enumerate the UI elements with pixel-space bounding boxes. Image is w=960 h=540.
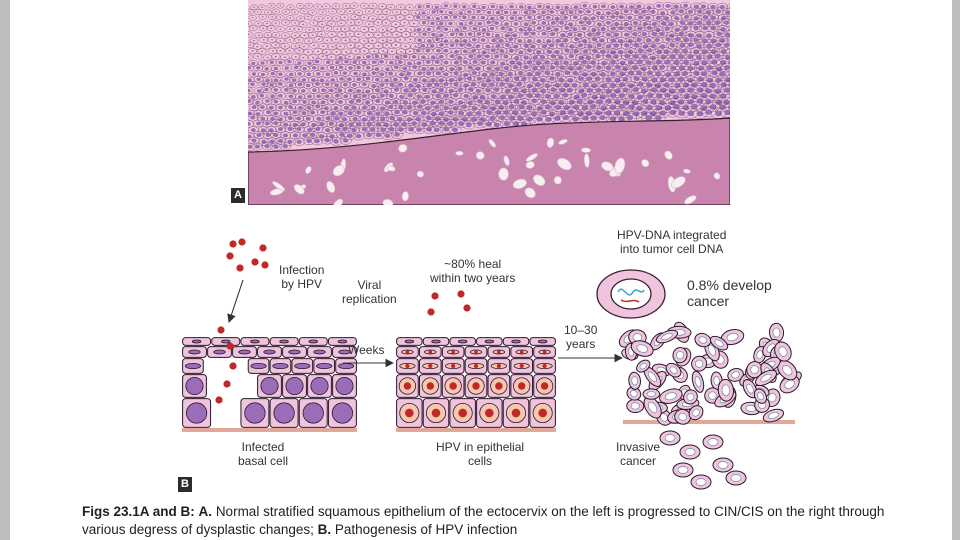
hpv-virus-particles [215,238,471,404]
label-years-line1: 10–30 [564,323,598,337]
label-hpv-line1: HPV in epithelial [436,440,525,454]
label-heal-line2: within two years [430,271,516,285]
label-develop-line2: cancer [687,293,730,309]
caption-figs: Figs 23.1A and B: [82,504,195,519]
label-dna-integrated: HPV-DNA integrated into tumor cell DNA [617,228,726,256]
panel-label-a: A [231,188,245,203]
label-infected-basal-cell: Infected basal cell [238,440,288,468]
label-hpv-epithelial-cells: HPV in epithelial cells [436,440,524,468]
figure-caption: Figs 23.1A and B: A. Normal stratified s… [82,503,912,539]
figure-a-epithelium-illustration [248,0,730,205]
label-infection-line1: Infection [279,263,325,277]
label-viral-replication: Viral replication [342,278,397,306]
panel-label-b: B [178,477,192,492]
tissue-block-invasive-cancer [618,321,802,490]
label-infection-by-hpv: Infection by HPV [279,263,324,291]
label-heal: ~80% heal within two years [430,257,515,285]
label-develop-line1: 0.8% develop [687,277,772,293]
label-hpv-line2: cells [468,454,493,468]
tissue-block-hpv-in-epithelial-cells [396,337,556,432]
label-invasive-line1: Invasive [616,440,661,454]
stromal-vessels [269,137,721,205]
label-years: 10–30 years [564,323,597,351]
caption-a-text: Normal stratified squamous epithelium of… [82,504,885,537]
label-infected-line2: basal cell [238,454,289,468]
tumor-cell-integrated-dna [596,269,666,319]
label-develop-cancer: 0.8% develop cancer [687,277,772,309]
infection-arrow [227,279,244,324]
caption-b-text: Pathogenesis of HPV infection [334,522,518,537]
caption-a-label: A. [198,504,213,519]
label-heal-line1: ~80% heal [444,257,502,271]
label-invasive-cancer: Invasive cancer [616,440,660,468]
label-invasive-line2: cancer [620,454,657,468]
label-infection-line2: by HPV [281,277,323,291]
left-page-edge [0,0,10,540]
epithelial-cells [248,1,730,151]
figure-b-pathogenesis-diagram [182,238,802,490]
right-page-edge [952,0,960,540]
label-integrated-line1: HPV-DNA integrated [617,228,727,242]
label-years-line2: years [566,337,596,351]
label-viral-line2: replication [342,292,397,306]
stroma [248,117,730,205]
label-integrated-line2: into tumor cell DNA [620,242,724,256]
caption-b-label: B. [317,522,332,537]
label-weeks: Weeks [348,343,385,357]
label-infected-line1: Infected [241,440,285,454]
tissue-block-infected-basal-cell [182,337,357,432]
label-viral-line1: Viral [357,278,382,292]
